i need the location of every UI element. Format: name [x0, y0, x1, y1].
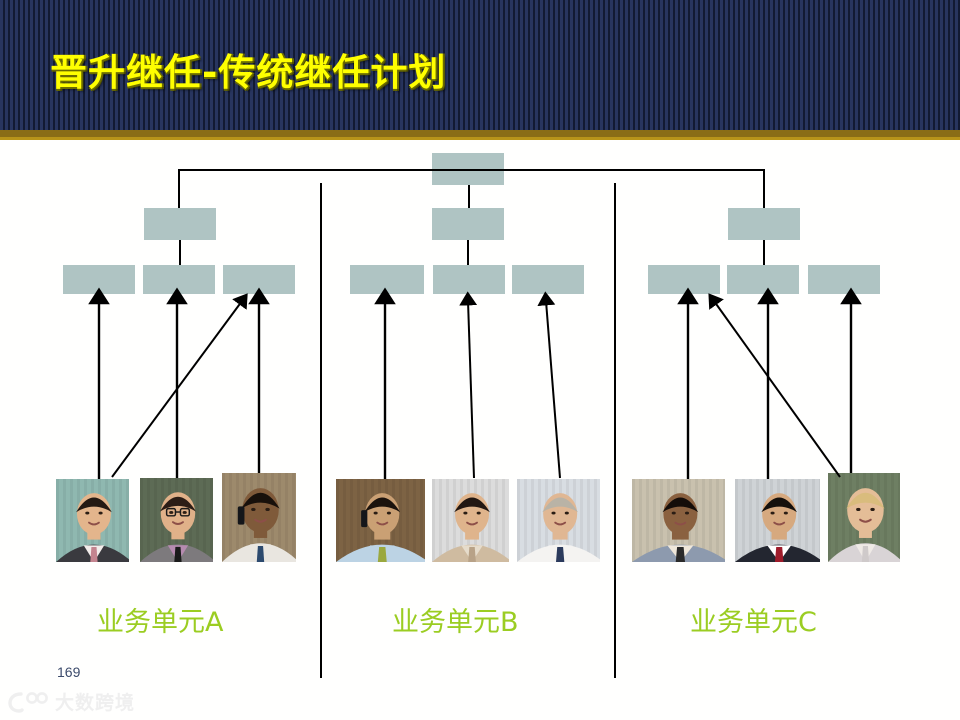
header-gold-rule-light: [0, 137, 960, 140]
watermark-text: 大数跨境: [55, 692, 136, 714]
candidate-photo-unit-b-1: [336, 479, 425, 562]
circle-logo-icon: [8, 691, 48, 713]
candidate-photo-unit-c-1: [632, 479, 725, 562]
org-connector-unit-a: [179, 240, 181, 265]
org-box-role-unit-b-2: [433, 265, 505, 294]
candidate-photo-unit-a-3: [222, 473, 296, 562]
org-connector-unit-c: [763, 240, 765, 265]
org-connector-horizontal: [178, 169, 763, 171]
business-unit-label-unit-a: 业务单元A: [97, 607, 224, 638]
org-box-role-unit-c-3: [808, 265, 880, 294]
succession-arrow-unit-a-4: [111, 293, 248, 478]
page-title: 晋升继任-传统继任计划: [50, 51, 447, 94]
business-unit-label-unit-c: 业务单元C: [690, 607, 817, 638]
org-connector-drop-left: [178, 169, 180, 208]
candidate-photo-unit-a-1: [56, 479, 129, 562]
org-box-role-unit-c-1: [648, 265, 720, 294]
page-number: 169: [57, 664, 81, 680]
succession-arrow-unit-b-3: [537, 291, 561, 479]
candidate-photo-unit-c-3: [828, 473, 900, 562]
org-box-role-unit-a-1: [63, 265, 135, 294]
org-box-role-unit-b-1: [350, 265, 424, 294]
succession-arrow-unit-c-4: [708, 293, 841, 478]
org-connector-drop-right: [763, 169, 765, 208]
org-box-manager-unit-c: [728, 208, 800, 240]
succession-arrow-unit-b-2: [459, 291, 478, 479]
org-box-role-unit-a-2: [143, 265, 215, 294]
org-connector-drop-center: [468, 185, 470, 208]
watermark: 大数跨境: [8, 688, 135, 715]
org-box-manager-unit-b: [432, 208, 504, 240]
unit-divider-1: [320, 183, 322, 678]
org-box-role-unit-b-3: [512, 265, 584, 294]
business-unit-label-unit-b: 业务单元B: [392, 607, 519, 638]
unit-divider-2: [614, 183, 616, 678]
candidate-photo-unit-b-2: [432, 479, 509, 562]
slide-header-band: [0, 0, 960, 130]
org-box-role-unit-a-3: [223, 265, 295, 294]
candidate-photo-unit-c-2: [735, 479, 820, 562]
candidate-photo-unit-a-2: [140, 478, 213, 562]
org-connector-unit-b: [467, 240, 469, 265]
header-gold-rule: [0, 130, 960, 137]
candidate-photo-unit-b-3: [517, 479, 600, 562]
org-box-manager-unit-a: [144, 208, 216, 240]
org-box-role-unit-c-2: [727, 265, 799, 294]
